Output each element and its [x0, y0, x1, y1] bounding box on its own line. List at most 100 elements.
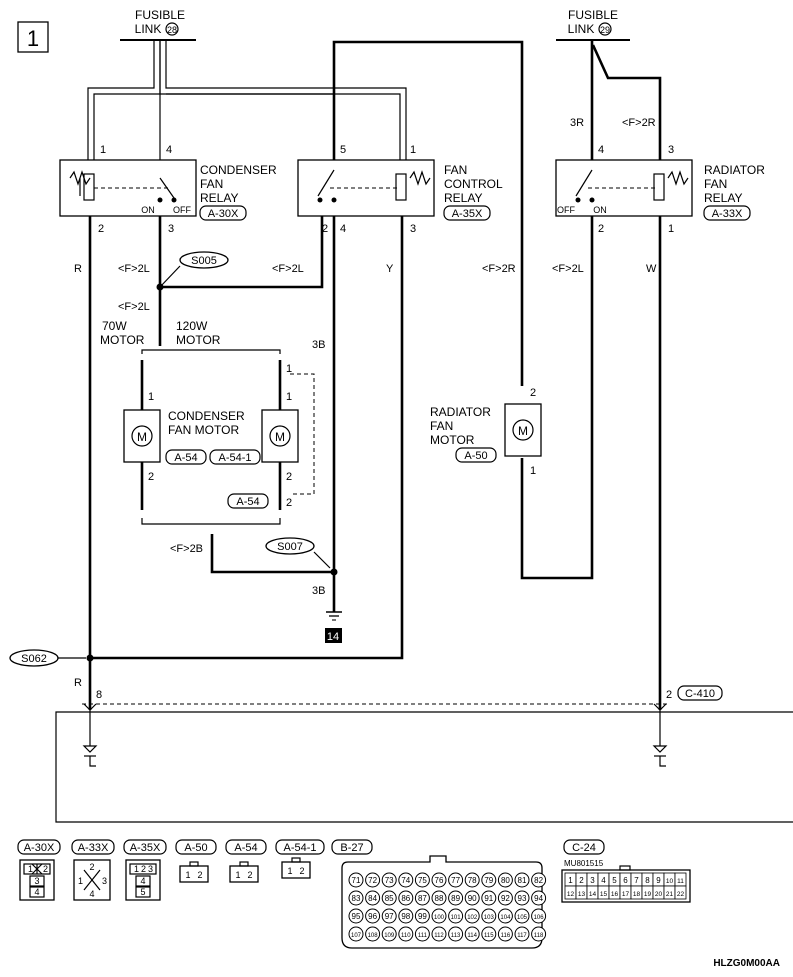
relay-a33x-pin-1: 1 [668, 223, 674, 235]
b27-pin-label: 89 [451, 894, 460, 903]
relay-a30x-code: A-30X [208, 208, 239, 220]
cond-motor-120w-pin1a: 1 [286, 363, 292, 375]
b27-pin-circle [497, 890, 513, 906]
b27-pin-circle [414, 872, 430, 888]
conn-label-a35x: A-35X [130, 842, 161, 854]
b27-pin-circle [381, 872, 397, 888]
cond-motor-code1: A-54 [174, 452, 197, 464]
c24-pin-label: 14 [589, 891, 597, 898]
b27-pin-label: 94 [534, 894, 543, 903]
fan-control-relay: 5 1 2 4 3 FAN CONTROL RELAY A-35X [297, 144, 503, 235]
conn-label-a54: A-54 [234, 842, 257, 854]
relay-a35x-pin-3: 3 [410, 223, 416, 235]
rad-motor-code: A-50 [464, 450, 487, 462]
b27-pin-label: 102 [467, 915, 478, 921]
b27-pin-circle [497, 908, 513, 924]
supply-wires-28 [87, 40, 407, 160]
b27-pin-label: 85 [385, 894, 394, 903]
condenser-fan-motor-70w: M 1 2 [123, 391, 161, 483]
b27-pin-circle [365, 872, 381, 888]
conn-face-a33x: 1 2 3 4 [73, 859, 111, 901]
c24-pin-label: 17 [622, 891, 630, 898]
rad-motor-name-3: MOTOR [430, 433, 475, 447]
condenser-fan-motor-120w: M 1 1 2 2 [261, 363, 315, 509]
relay-a30x-pin-2: 2 [98, 223, 104, 235]
relay-a33x-pin-4: 4 [598, 144, 604, 156]
b27-pin-label: 71 [352, 876, 361, 885]
a35x-p1: 1 [134, 864, 139, 874]
relay-a33x-pin-2: 2 [598, 223, 604, 235]
fusible-link-28: FUSIBLE LINK 28 [120, 8, 196, 41]
b27-pin-label: 112 [434, 933, 444, 939]
b27-pin-label: 84 [368, 894, 377, 903]
b27-pin-label: 100 [434, 915, 445, 921]
supply-wires-29 [590, 40, 662, 160]
wire-label-3b-bot: 3B [312, 585, 325, 597]
b27-pin-circle [398, 872, 414, 888]
c24-pin-label: 3 [590, 876, 595, 885]
fusible-link-29-num: 29 [600, 25, 610, 35]
b27-pin-label: 101 [451, 915, 462, 921]
ecu-connector-c410: C-410 [685, 688, 715, 700]
rad-motor-name-2: FAN [430, 419, 453, 433]
ecu-pin-2: 2 [666, 689, 672, 701]
b27-pin-circle [464, 908, 480, 924]
motor-70w: 70W [102, 319, 127, 333]
b27-pin-label: 98 [401, 912, 410, 921]
b27-pin-label: 92 [501, 894, 510, 903]
b27-pin-circle [431, 926, 447, 942]
connector-labels: A-30X A-33X A-35X A-50 A-54 A-54-1 B-27 … [17, 839, 605, 855]
c24-pin-label: 19 [644, 891, 652, 898]
b27-pin-circle [414, 908, 430, 924]
b27-pin-label: 105 [517, 915, 528, 921]
b27-pin-circle [481, 908, 497, 924]
radiator-fan-motor: M 2 1 RADIATOR FAN MOTOR A-50 [430, 387, 542, 477]
b27-pin-circle [348, 872, 364, 888]
b27-pin-circle [348, 890, 364, 906]
b27-pin-circle [481, 872, 497, 888]
conn-label-b27: B-27 [340, 842, 363, 854]
b27-pin-label: 114 [467, 933, 477, 939]
c24-pin-label: 8 [645, 876, 650, 885]
c24-pin-label: 16 [611, 891, 619, 898]
c24-pin-label: 7 [634, 876, 639, 885]
cond-motor-70w-pin1: 1 [148, 391, 154, 403]
radiator-fan-relay: OFF ON 4 3 2 1 RADIATOR FAN RELAY A-33X [555, 144, 765, 235]
b27-pin-label: 118 [534, 933, 544, 939]
fusible-link-28-num: 28 [167, 25, 177, 35]
a30x-p4: 4 [34, 887, 39, 897]
b27-pin-label: 79 [484, 876, 493, 885]
b27-pin-circle [381, 926, 397, 942]
conn-face-a35x: 1 2 3 4 5 [125, 859, 161, 901]
b27-pin-circle [464, 890, 480, 906]
a33x-p2: 2 [89, 862, 94, 872]
a50-p2: 2 [197, 870, 202, 880]
motor-120w: 120W [176, 319, 208, 333]
b27-pin-circle [431, 872, 447, 888]
b27-pin-label: 83 [352, 894, 361, 903]
b27-pin-circle [398, 890, 414, 906]
c24-pin-label: 13 [578, 891, 586, 898]
b27-pin-circle [514, 872, 530, 888]
ground-14-num: 14 [327, 631, 339, 643]
c24-pin-label: 1 [568, 876, 573, 885]
wire-label-y: Y [386, 263, 394, 275]
main-wires [88, 216, 662, 710]
b27-pin-label: 73 [385, 876, 394, 885]
ecu-box: 8 2 C-410 [55, 685, 793, 823]
relay-a35x-pin-1: 1 [410, 144, 416, 156]
a35x-p4: 4 [140, 876, 145, 886]
b27-pin-circle [414, 926, 430, 942]
relay-a30x-on: ON [141, 205, 155, 215]
b27-pin-circle [365, 908, 381, 924]
b27-pin-circle [365, 890, 381, 906]
c24-pin-cell [674, 885, 687, 900]
relay-a35x-name-3: RELAY [444, 191, 482, 205]
b27-pin-label: 95 [352, 912, 361, 921]
wire-label-f2l-b: <F>2L [272, 263, 304, 275]
relay-a30x-pin-4: 4 [166, 144, 172, 156]
b27-pin-label: 115 [484, 933, 494, 939]
relay-a33x-name-3: RELAY [704, 191, 742, 205]
splice-s062-label: S062 [21, 653, 47, 665]
